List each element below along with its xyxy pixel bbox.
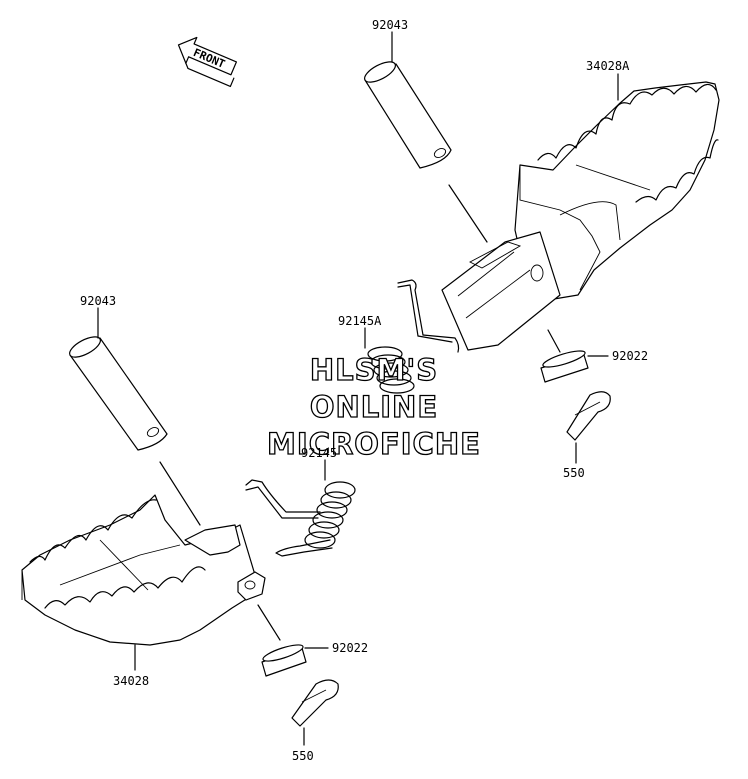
label-cotter-right: 550 [563,466,585,480]
pin-axis-left-lower [257,604,281,641]
mount-bracket-left [184,524,266,601]
cotter-pin-left [291,679,339,727]
label-pin-left: 92043 [80,294,116,308]
torsion-spring-top [367,279,460,394]
label-washer-left: 92022 [332,641,368,655]
washer-left [261,644,307,677]
clevis-pin-top [364,61,452,169]
label-pin-top: 92043 [372,18,408,32]
label-cotter-left: 550 [292,749,314,763]
pin-axis-top [448,184,488,243]
washer-right [540,350,589,383]
watermark-line-3: MICROFICHE [267,427,481,461]
mount-bracket-right [441,231,561,351]
cotter-pin-right [566,391,611,441]
clevis-pin-left [69,336,168,451]
label-footpeg-right: 34028A [586,59,630,73]
pin-axis-left [159,461,201,526]
torsion-spring-bottom [245,479,356,557]
label-spring-bottom: 92145 [301,446,337,460]
label-spring-top: 92145A [338,314,382,328]
watermark-line-1: HLSM'S [310,353,438,387]
watermark-line-2: ONLINE [310,390,438,424]
label-footpeg-left: 34028 [113,674,149,688]
front-direction-arrow-icon: FRONT [177,36,238,88]
pin-axis-right [547,329,561,353]
footpeg-left [21,494,256,646]
footpeg-right [514,81,720,301]
label-washer-right: 92022 [612,349,648,363]
